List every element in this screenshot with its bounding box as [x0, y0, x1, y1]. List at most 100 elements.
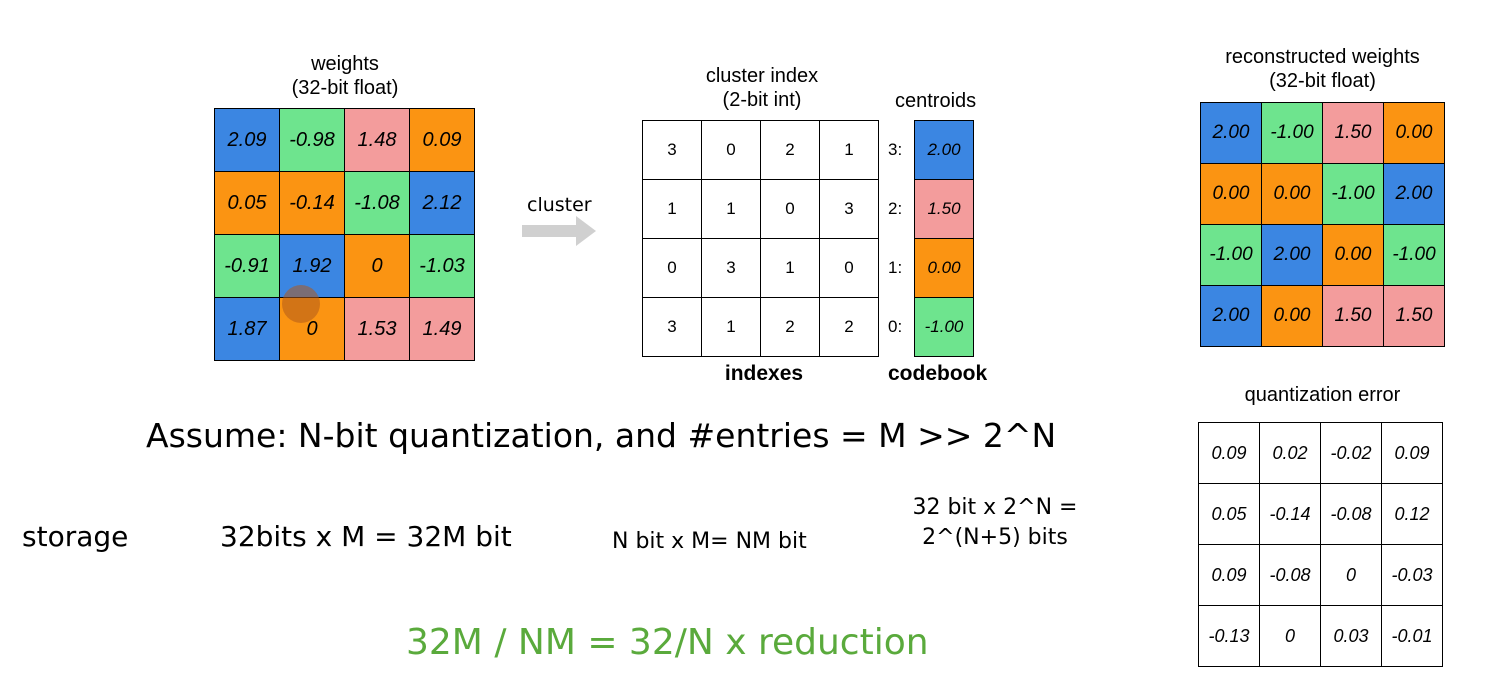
- qerror-cell: -0.08: [1320, 483, 1382, 545]
- index-cell: 0: [760, 179, 820, 239]
- index-cell: 2: [819, 297, 879, 357]
- codebook-entry-label: 1:: [888, 258, 903, 277]
- qerror-cell: -0.13: [1198, 605, 1260, 667]
- index-cell: 3: [642, 297, 702, 357]
- centroids-title: centroids: [895, 90, 977, 112]
- qerror-cell: 0.12: [1381, 483, 1443, 545]
- codebook-entry: 1.50: [914, 179, 974, 239]
- qerror-cell: 0: [1320, 544, 1382, 606]
- weight-cell: 1.53: [344, 297, 410, 361]
- qerror-cell: -0.03: [1381, 544, 1443, 606]
- index-cell: 2: [760, 120, 820, 180]
- reconstructed-cell: 0.00: [1261, 163, 1323, 225]
- codebook-caption: codebook: [888, 362, 988, 385]
- qerror-title: quantization error: [1244, 384, 1401, 406]
- weight-cell: 1.48: [344, 108, 410, 172]
- index-cell: 0: [642, 238, 702, 298]
- reconstructed-cell: 1.50: [1383, 285, 1445, 347]
- reconstructed-cell: 2.00: [1200, 285, 1262, 347]
- reconstructed-cell: 2.00: [1383, 163, 1445, 225]
- storage-codebook: 32 bit x 2^N = 2^(N+5) bits: [912, 495, 1078, 550]
- weight-cell: 0.09: [409, 108, 475, 172]
- index-cell: 0: [701, 120, 761, 180]
- codebook-entry-label: 2:: [888, 199, 903, 218]
- index-cell: 3: [819, 179, 879, 239]
- storage-float: 32bits x M = 32M bit: [220, 520, 512, 553]
- qerror-cell: 0: [1259, 605, 1321, 667]
- index-cell: 2: [760, 297, 820, 357]
- index-cell: 1: [819, 120, 879, 180]
- qerror-cell: -0.14: [1259, 483, 1321, 545]
- reconstructed-cell: 1.50: [1322, 285, 1384, 347]
- reduction-text: 32M / NM = 32/N x reduction: [406, 622, 929, 663]
- storage-label: storage: [22, 520, 129, 553]
- cursor-dot: [282, 285, 320, 323]
- index-cell: 1: [760, 238, 820, 298]
- reconstructed-cell: 0.00: [1261, 285, 1323, 347]
- index-cell: 1: [701, 179, 761, 239]
- reconstructed-cell: 0.00: [1383, 102, 1445, 164]
- weight-cell: -1.03: [409, 234, 475, 298]
- codebook-entry: 2.00: [914, 120, 974, 180]
- reconstructed-cell: -1.00: [1383, 224, 1445, 286]
- indexes-caption: indexes: [724, 362, 804, 385]
- qerror-cell: 0.09: [1198, 422, 1260, 484]
- qerror-cell: 0.09: [1381, 422, 1443, 484]
- cluster-arrow: [522, 216, 596, 246]
- weight-cell: -0.91: [214, 234, 280, 298]
- index-cell: 0: [819, 238, 879, 298]
- cluster-arrow-label: cluster: [527, 194, 592, 216]
- qerror-cell: 0.02: [1259, 422, 1321, 484]
- reconstructed-cell: -1.00: [1200, 224, 1262, 286]
- codebook-row: 0.00: [914, 238, 974, 298]
- qerror-cell: 0.09: [1198, 544, 1260, 606]
- index-cell: 1: [701, 297, 761, 357]
- reconstructed-cell: 0.00: [1200, 163, 1262, 225]
- reconstructed-title: reconstructed weights (32-bit float): [1225, 46, 1420, 92]
- codebook-entry-label: 0:: [888, 317, 903, 336]
- weight-cell: 0: [344, 234, 410, 298]
- qerror-cell: -0.08: [1259, 544, 1321, 606]
- reconstructed-cell: 2.00: [1261, 224, 1323, 286]
- index-cell: 3: [642, 120, 702, 180]
- codebook-row: -1.00: [914, 297, 974, 357]
- weight-cell: 2.09: [214, 108, 280, 172]
- reconstructed-cell: 1.50: [1322, 102, 1384, 164]
- reconstructed-cell: 2.00: [1200, 102, 1262, 164]
- qerror-cell: 0.05: [1198, 483, 1260, 545]
- index-cell: 1: [642, 179, 702, 239]
- codebook-entry-label: 3:: [888, 140, 903, 159]
- weight-cell: 1.87: [214, 297, 280, 361]
- reconstructed-cell: -1.00: [1322, 163, 1384, 225]
- weight-cell: 2.12: [409, 171, 475, 235]
- codebook-entry: -1.00: [914, 297, 974, 357]
- codebook-row: 1.50: [914, 179, 974, 239]
- weight-cell: -0.98: [279, 108, 345, 172]
- weight-cell: -0.14: [279, 171, 345, 235]
- weight-cell: -1.08: [344, 171, 410, 235]
- index-title: cluster index (2-bit int): [705, 65, 819, 111]
- storage-index: N bit x M= NM bit: [612, 529, 807, 554]
- reconstructed-cell: 0.00: [1322, 224, 1384, 286]
- codebook-row: 2.00: [914, 120, 974, 180]
- weight-cell: 0.05: [214, 171, 280, 235]
- weights-title: weights (32-bit float): [291, 53, 399, 99]
